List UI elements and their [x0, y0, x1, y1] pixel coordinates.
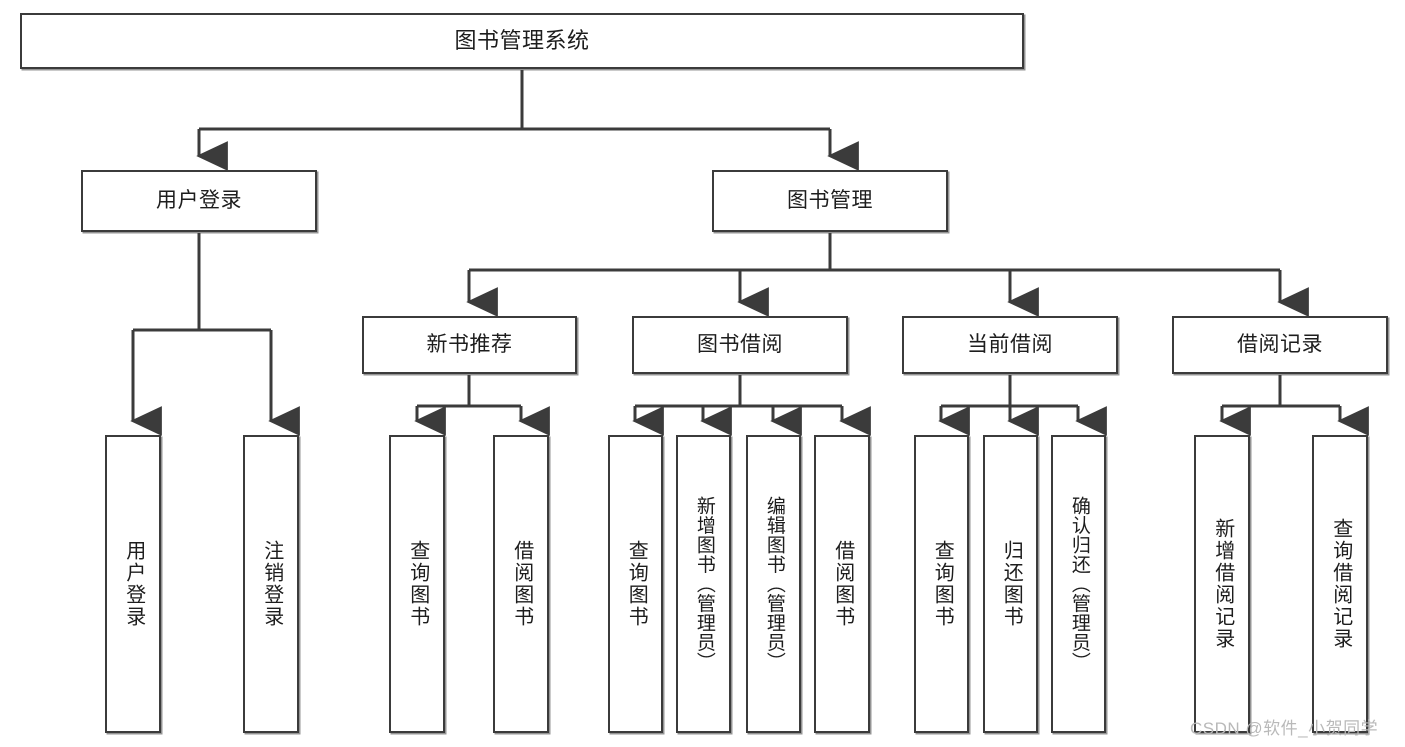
node-leaf-add-book-label: 新增图书（管理员）	[693, 496, 715, 672]
node-current-borrow[interactable]: 当前借阅	[902, 316, 1118, 374]
node-leaf-edit-book[interactable]: 编辑图书（管理员）	[746, 435, 801, 733]
node-book-borrow-label: 图书借阅	[697, 332, 783, 356]
node-book-management[interactable]: 图书管理	[712, 170, 948, 232]
node-root-label: 图书管理系统	[454, 28, 590, 54]
node-leaf-query-book-1-label: 查询图书	[406, 540, 429, 628]
node-leaf-return-book[interactable]: 归还图书	[983, 435, 1038, 733]
node-leaf-user-login-label: 用户登录	[122, 540, 145, 628]
node-leaf-add-borrow-record[interactable]: 新增借阅记录	[1194, 435, 1250, 733]
node-leaf-query-book-3-label: 查询图书	[931, 540, 954, 628]
node-borrow-record[interactable]: 借阅记录	[1172, 316, 1388, 374]
node-leaf-add-book[interactable]: 新增图书（管理员）	[676, 435, 731, 733]
node-user-login[interactable]: 用户登录	[81, 170, 317, 232]
node-leaf-logout[interactable]: 注销登录	[243, 435, 299, 733]
node-new-book-recommend-label: 新书推荐	[426, 332, 513, 356]
node-book-borrow[interactable]: 图书借阅	[632, 316, 848, 374]
node-new-book-recommend[interactable]: 新书推荐	[362, 316, 577, 374]
node-leaf-borrow-book-1-label: 借阅图书	[510, 540, 533, 628]
node-leaf-add-borrow-record-label: 新增借阅记录	[1211, 518, 1234, 650]
node-leaf-query-book-1[interactable]: 查询图书	[389, 435, 445, 733]
node-leaf-logout-label: 注销登录	[260, 540, 283, 628]
node-leaf-edit-book-label: 编辑图书（管理员）	[763, 496, 785, 672]
node-leaf-borrow-book-2-label: 借阅图书	[831, 540, 854, 628]
node-root[interactable]: 图书管理系统	[20, 13, 1024, 69]
node-leaf-confirm-return-label: 确认归还（管理员）	[1068, 496, 1090, 672]
node-leaf-confirm-return[interactable]: 确认归还（管理员）	[1051, 435, 1106, 733]
node-leaf-query-book-2-label: 查询图书	[625, 540, 648, 628]
node-leaf-query-borrow-record[interactable]: 查询借阅记录	[1312, 435, 1368, 733]
node-leaf-borrow-book-1[interactable]: 借阅图书	[493, 435, 549, 733]
node-leaf-query-book-2[interactable]: 查询图书	[608, 435, 663, 733]
node-leaf-user-login[interactable]: 用户登录	[105, 435, 161, 733]
watermark: CSDN @软件_小贺同学	[1190, 719, 1379, 738]
node-user-login-label: 用户登录	[156, 188, 242, 212]
node-book-management-label: 图书管理	[787, 188, 873, 212]
node-leaf-query-borrow-record-label: 查询借阅记录	[1329, 518, 1352, 650]
node-current-borrow-label: 当前借阅	[967, 332, 1053, 356]
node-leaf-borrow-book-2[interactable]: 借阅图书	[814, 435, 870, 733]
node-leaf-query-book-3[interactable]: 查询图书	[914, 435, 969, 733]
node-borrow-record-label: 借阅记录	[1237, 332, 1323, 356]
node-leaf-return-book-label: 归还图书	[1000, 540, 1023, 628]
